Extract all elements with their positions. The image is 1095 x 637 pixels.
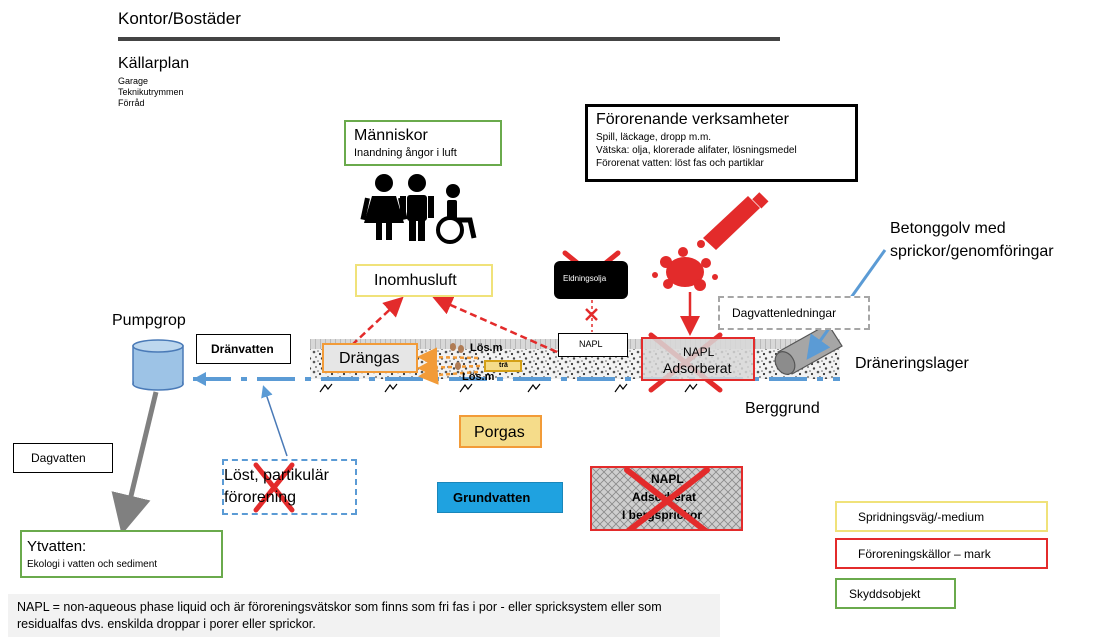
wood-box: trä [484,360,522,372]
napl-adsorbed-line: NAPL [683,345,715,359]
dissolved-particulate-line: förorening [224,489,297,506]
surface-water-subtitle: Ekologi i vatten och sediment [27,559,158,570]
stormwater-pipes-box: Dagvattenledningar [718,296,870,330]
drain-gas-to-indoor-arrow [351,296,404,346]
source-activity-title: Förorenande verksamheter [596,111,789,128]
bottle-icon [697,192,769,250]
legend-label: Skyddsobjekt [849,587,921,601]
napl-bedrock-line: NAPL [651,472,684,486]
spill-blot-icon [652,247,718,291]
receptor-title: Människor [354,127,428,144]
basement-title: Källarplan [118,55,190,72]
stormwater-label: Dagvatten [31,451,86,465]
legend-item-source: Föroreningskällor – mark [835,538,1048,569]
stormwater-box: Dagvatten [13,443,113,473]
indoor-air-label: Inomhusluft [374,272,457,289]
bedrock-cracks [319,383,698,393]
basement-item: Förråd [118,98,145,108]
people-icon [360,174,477,244]
droplets-icon [450,343,464,370]
dissolved-to-gas-arrow-3 [418,364,479,385]
groundwater-label: Grundvatten [453,490,531,505]
source-activity-line: Spill, läckage, dropp m.m. [596,132,712,143]
drainage-layer-label: Dräneringslager [855,355,969,372]
floor-divider [118,37,780,41]
dissolved-label-2: Lös.m [462,371,495,383]
stormwater-pipes-label: Dagvattenledningar [732,306,837,320]
receptor-subtitle: Inandning ångor i luft [354,147,457,159]
concrete-floor-label: Betonggolv med [890,220,1006,237]
basement-item: Garage [118,76,149,86]
pump-to-surface-arrow [111,391,159,535]
legend-label: Spridningsväg/-medium [858,510,985,524]
legend-label: Föroreningskällor – mark [858,547,991,561]
drain-water-label: Dränvatten [211,342,274,356]
drain-gas-label: Drängas [339,350,400,367]
indoor-air-box: Inomhusluft [355,264,493,297]
pore-gas-box: Porgas [459,415,542,448]
source-activity-line: Förorenat vatten: löst fas och partiklar [596,158,764,169]
napl-adsorbed-box: NAPL Adsorberat [641,337,755,381]
surface-water-title: Ytvatten: [27,538,87,555]
pore-gas-label: Porgas [474,424,525,441]
dissolved-particulate-box: Löst, partikulär förorening [222,459,357,515]
cross-dissolved-icon [253,462,295,513]
napl-small-label: NAPL [579,339,603,349]
drain-water-box: Dränvatten [196,334,291,364]
legend-item-pathway: Spridningsväg/-medium [835,501,1048,532]
legend-item-receptor: Skyddsobjekt [835,578,956,609]
dissolved-to-gas-arrow-1 [417,347,479,368]
concrete-floor-label: sprickor/genomföringar [890,243,1054,260]
drainage-arrow-head [193,372,206,386]
pump-pit-label: Pumpgrop [112,312,186,329]
cross-napl-bedrock-icon [624,468,710,529]
dissolved-up-arrow [261,385,288,457]
dissolved-particulate-line: Löst, partikulär [224,467,329,484]
building-title: Kontor/Bostäder [118,9,241,28]
napl-bedrock-box: NAPL Adsorberat I bergsprickor [590,466,743,531]
pump-pit-icon [132,339,184,391]
footnote-text: NAPL = non-aqueous phase liquid och är f… [17,600,662,631]
bedrock-label: Berggrund [745,400,820,417]
groundwater-box: Grundvatten [437,482,563,513]
oil-tank-box: Eldningsolja [554,261,628,299]
footnote-box: NAPL = non-aqueous phase liquid och är f… [8,594,720,637]
napl-small-box: NAPL [558,333,628,357]
oil-tank-label: Eldningsolja [563,274,607,283]
dissolved-to-gas-arrow-2 [417,357,481,378]
drain-gas-box: Drängas [322,343,418,373]
basement-item: Teknikutrymmen [118,87,184,97]
napl-adsorbed-line: Adsorberat [663,360,732,376]
dissolved-label-1: Lös.m [470,342,503,354]
small-cross-icon [585,308,598,321]
source-activity-box: Förorenande verksamheter Spill, läckage,… [585,104,858,182]
receptor-box: Människor Inandning ångor i luft [344,120,502,166]
source-activity-line: Vätska: olja, klorerade alifater, lösnin… [596,145,797,156]
surface-water-box: Ytvatten: Ekologi i vatten och sediment [20,530,223,578]
wood-label: trä [499,362,508,369]
